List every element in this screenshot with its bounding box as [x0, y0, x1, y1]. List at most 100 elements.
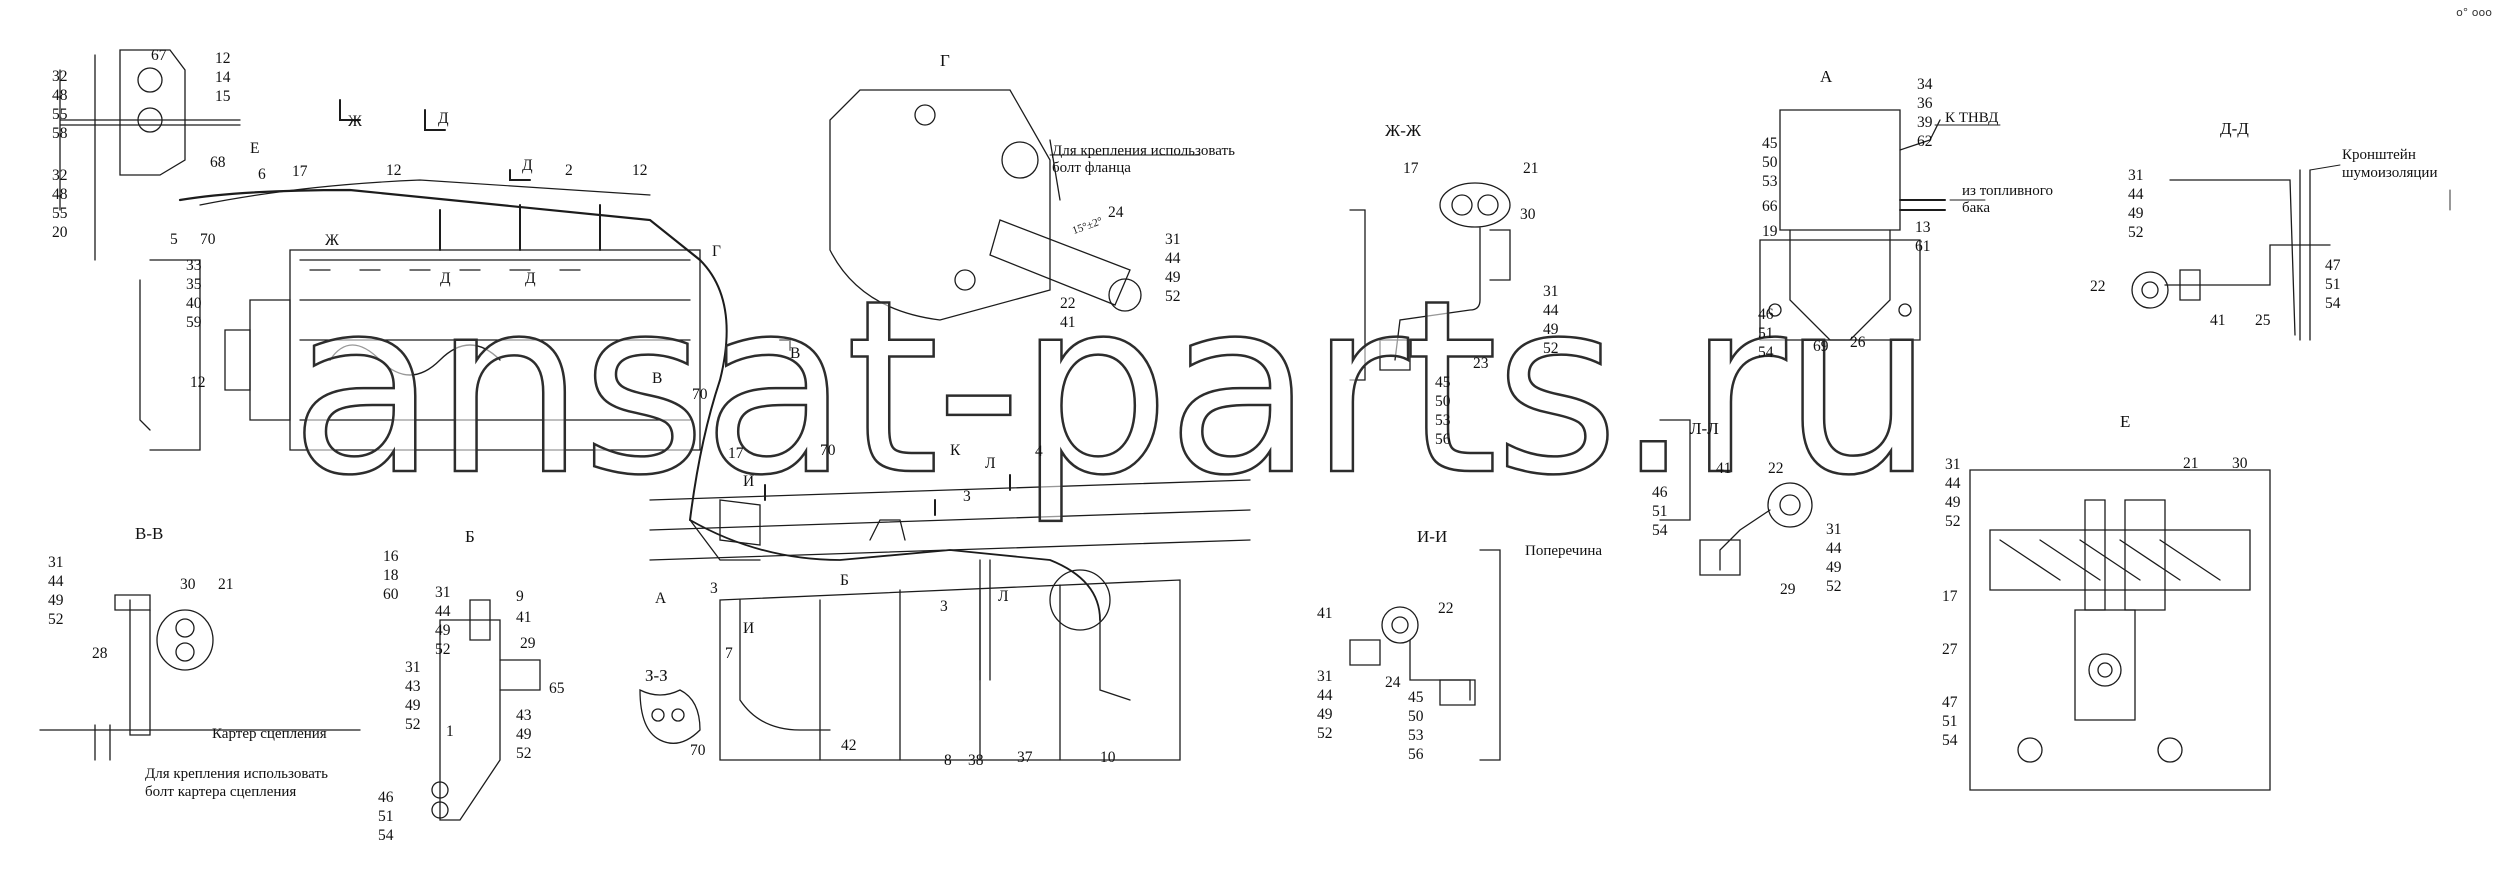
callout-41d: 41: [1716, 460, 1732, 477]
view-arrow-d-2: Д: [522, 157, 533, 174]
section-title-g: Г: [940, 51, 950, 70]
callout-12b: 12: [632, 162, 648, 179]
callout-6: 6: [258, 166, 266, 183]
note-clutch-case: Картер сцепления: [212, 726, 327, 742]
callout-5: 5: [170, 231, 178, 248]
callout-25: 25: [2255, 312, 2271, 329]
view-arrow-l-1: Л: [985, 455, 996, 472]
callout-10: 10: [1100, 749, 1116, 766]
section-dd: [2131, 169, 2331, 341]
callout-17c: 17: [1403, 160, 1419, 177]
callout-3c: 3: [940, 598, 948, 615]
section-title-zhzh: Ж-Ж: [1385, 121, 1422, 140]
callout-17a: 17: [292, 163, 308, 180]
section-ll: [1659, 419, 1813, 576]
callout-29b: 29: [1780, 581, 1796, 598]
section-title-a: А: [1820, 67, 1833, 86]
view-arrow-d-3: Д: [440, 270, 451, 287]
section-vv: [39, 594, 361, 761]
view-arrow-l-2: Л: [998, 588, 1009, 605]
callout-42: 42: [841, 737, 857, 754]
callout-70d: 70: [690, 742, 706, 759]
view-arrow-k: К: [950, 442, 961, 459]
view-arrow-v-1: В: [790, 345, 801, 362]
engine-view: [59, 49, 761, 561]
section-title-ii: И-И: [1417, 527, 1448, 546]
callout-27: 27: [1942, 641, 1958, 658]
callout-41b: 41: [516, 609, 532, 626]
section-title-ll: Л-Л: [1690, 419, 1719, 438]
view-arrow-e: Е: [250, 140, 260, 157]
note-crossmember: Поперечина: [1525, 543, 1603, 559]
callout-2: 2: [565, 162, 573, 179]
view-arrow-g: Г: [712, 243, 721, 260]
callout-3b: 3: [710, 580, 718, 597]
callout-65: 65: [549, 680, 565, 697]
callout-41c: 41: [1317, 605, 1333, 622]
section-title-b: Б: [465, 527, 475, 546]
callout-41a: 41: [2210, 312, 2226, 329]
view-arrow-b: Б: [840, 572, 849, 589]
callout-24b: 24: [1385, 674, 1401, 691]
callout-30b: 30: [180, 576, 196, 593]
callout-70b: 70: [692, 386, 708, 403]
callout-1: 1: [446, 723, 454, 740]
callout-38: 38: [968, 752, 984, 769]
callout-22a: 22: [2090, 278, 2106, 295]
view-arrow-i-2: И: [743, 620, 755, 637]
view-arrow-i-1: И: [743, 473, 755, 490]
section-title-zz: З-З: [645, 666, 668, 685]
callout-17d: 17: [1942, 588, 1958, 605]
section-zhzh: [1349, 182, 1511, 381]
callout-24: 24: [1108, 204, 1124, 221]
chassis-view: [649, 479, 1251, 761]
view-arrow-v-2: В: [652, 370, 663, 387]
section-b: [431, 599, 541, 821]
view-arrow-zh-2: Ж: [325, 232, 339, 249]
section-title-e: Е: [2120, 412, 2131, 431]
callout-4: 4: [1035, 443, 1043, 460]
section-e: [1969, 469, 2271, 791]
callout-68: 68: [210, 154, 226, 171]
callout-70c: 70: [820, 442, 836, 459]
callout-21b: 21: [218, 576, 234, 593]
callout-8: 8: [944, 752, 952, 769]
callout-26: 26: [1850, 334, 1866, 351]
callout-30c: 30: [2232, 455, 2248, 472]
callout-69: 69: [1813, 338, 1829, 355]
view-arrow-d-4: Д: [525, 270, 536, 287]
callout-21c: 21: [2183, 455, 2199, 472]
view-arrow-d-1: Д: [438, 110, 449, 127]
callout-67: 67: [151, 47, 167, 64]
section-title-dd: Д-Д: [2220, 119, 2249, 138]
corner-marks: o° ooo: [2456, 6, 2492, 19]
callout-3a: 3: [963, 488, 971, 505]
section-ii: [1349, 549, 1501, 761]
callout-17b: 17: [728, 445, 744, 462]
watermark: ansat-parts.ru: [289, 248, 1936, 528]
callout-12a: 12: [386, 162, 402, 179]
